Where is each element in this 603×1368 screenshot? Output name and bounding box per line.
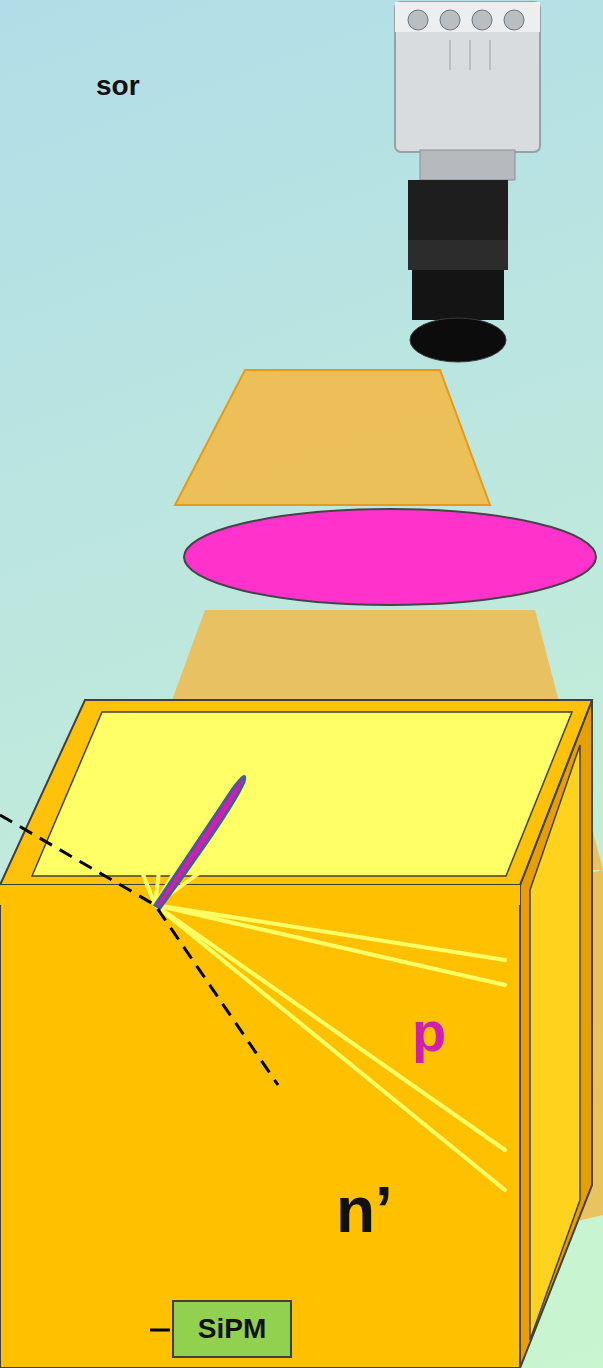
lens bbox=[184, 509, 596, 605]
text-fragment: sor bbox=[96, 72, 140, 100]
scintillator-cube bbox=[0, 700, 592, 1368]
sensor-box: SiPM bbox=[172, 1300, 292, 1358]
particle-label: p bbox=[412, 1004, 446, 1060]
node-text: SiPM bbox=[198, 1315, 266, 1343]
particle-label: n’ bbox=[336, 1178, 393, 1242]
camera bbox=[395, 2, 540, 362]
light-cone bbox=[175, 370, 490, 505]
